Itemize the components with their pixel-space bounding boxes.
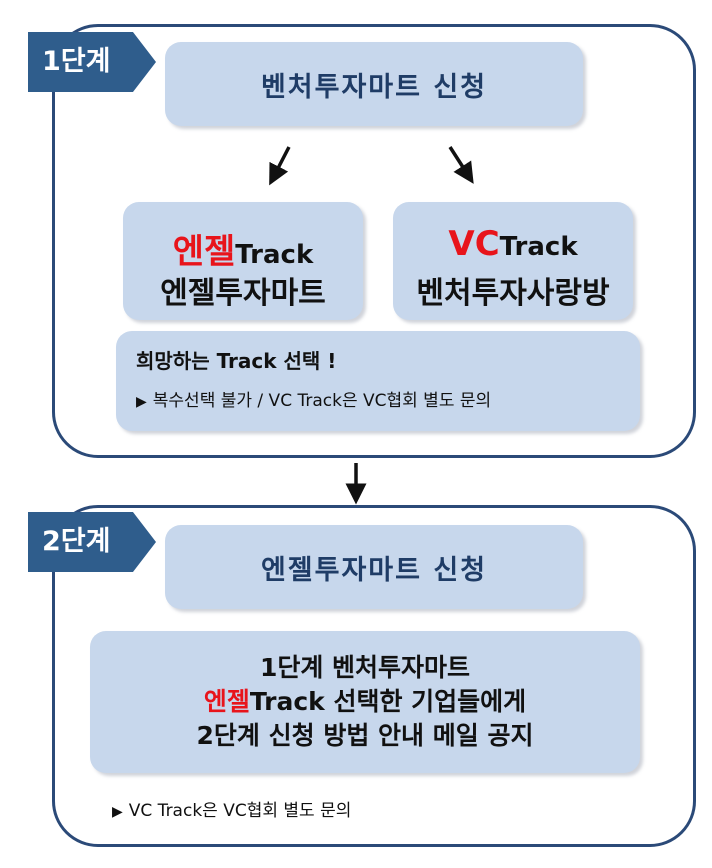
angel-track-box: 엔젤Track 엔젤투자마트 [123, 202, 363, 320]
stage1-note-detail-row: ▶ 복수선택 불가 / VC Track은 VC협회 별도 문의 [136, 386, 620, 411]
stage2-info-box: 1단계 벤처투자마트 엔젤Track 선택한 기업들에게 2단계 신청 방법 안… [90, 631, 640, 773]
stage1-tag-label: 1단계 [42, 46, 111, 77]
vc-track-heading: VCTrack [393, 224, 633, 264]
stage2-title-box: 엔젤투자마트 신청 [165, 525, 583, 609]
angel-track-heading: 엔젤Track [123, 224, 363, 272]
stage2-info-line2-rest: Track 선택한 기업들에게 [249, 687, 527, 716]
stage2-footnote: VC Track은 VC협회 별도 문의 [128, 801, 352, 821]
arrow-to-vc [448, 146, 474, 184]
stage2-info-line1: 1단계 벤처투자마트 [259, 653, 471, 682]
vc-track-box: VCTrack 벤처투자사랑방 [393, 202, 633, 320]
angel-highlight: 엔젤 [172, 232, 236, 272]
vc-highlight: VC [448, 224, 500, 264]
stage2-tag-label: 2단계 [42, 526, 111, 557]
stage2-info-line2: 엔젤Track 선택한 기업들에게 [204, 685, 526, 719]
stage2-info-highlight: 엔젤 [203, 687, 250, 716]
stage2-footnote-row: ▶ VC Track은 VC협회 별도 문의 [112, 796, 351, 821]
stage1-title-box: 벤처투자마트 신청 [165, 42, 583, 126]
stage1-note-box: 희망하는 Track 선택 ! ▶ 복수선택 불가 / VC Track은 VC협… [116, 331, 640, 431]
vc-track-word: Track [499, 232, 578, 262]
angel-track-word: Track [235, 240, 314, 270]
stage1-tag: 1단계 [28, 32, 156, 92]
stage2-info-line3: 2단계 신청 방법 안내 메일 공지 [196, 721, 534, 750]
stage2-tag: 2단계 [28, 512, 156, 572]
triangle-bullet-icon: ▶ [112, 804, 123, 820]
arrow-to-angel [269, 146, 291, 186]
stage1-title: 벤처투자마트 신청 [260, 71, 488, 103]
vc-track-name: 벤처투자사랑방 [416, 276, 610, 311]
angel-track-name: 엔젤투자마트 [160, 276, 326, 311]
stage2-title: 엔젤투자마트 신청 [260, 554, 488, 586]
stage1-note-headline: 희망하는 Track 선택 ! [136, 349, 337, 373]
stage1-note-detail: 복수선택 불가 / VC Track은 VC협회 별도 문의 [152, 391, 492, 411]
triangle-bullet-icon: ▶ [136, 394, 147, 410]
